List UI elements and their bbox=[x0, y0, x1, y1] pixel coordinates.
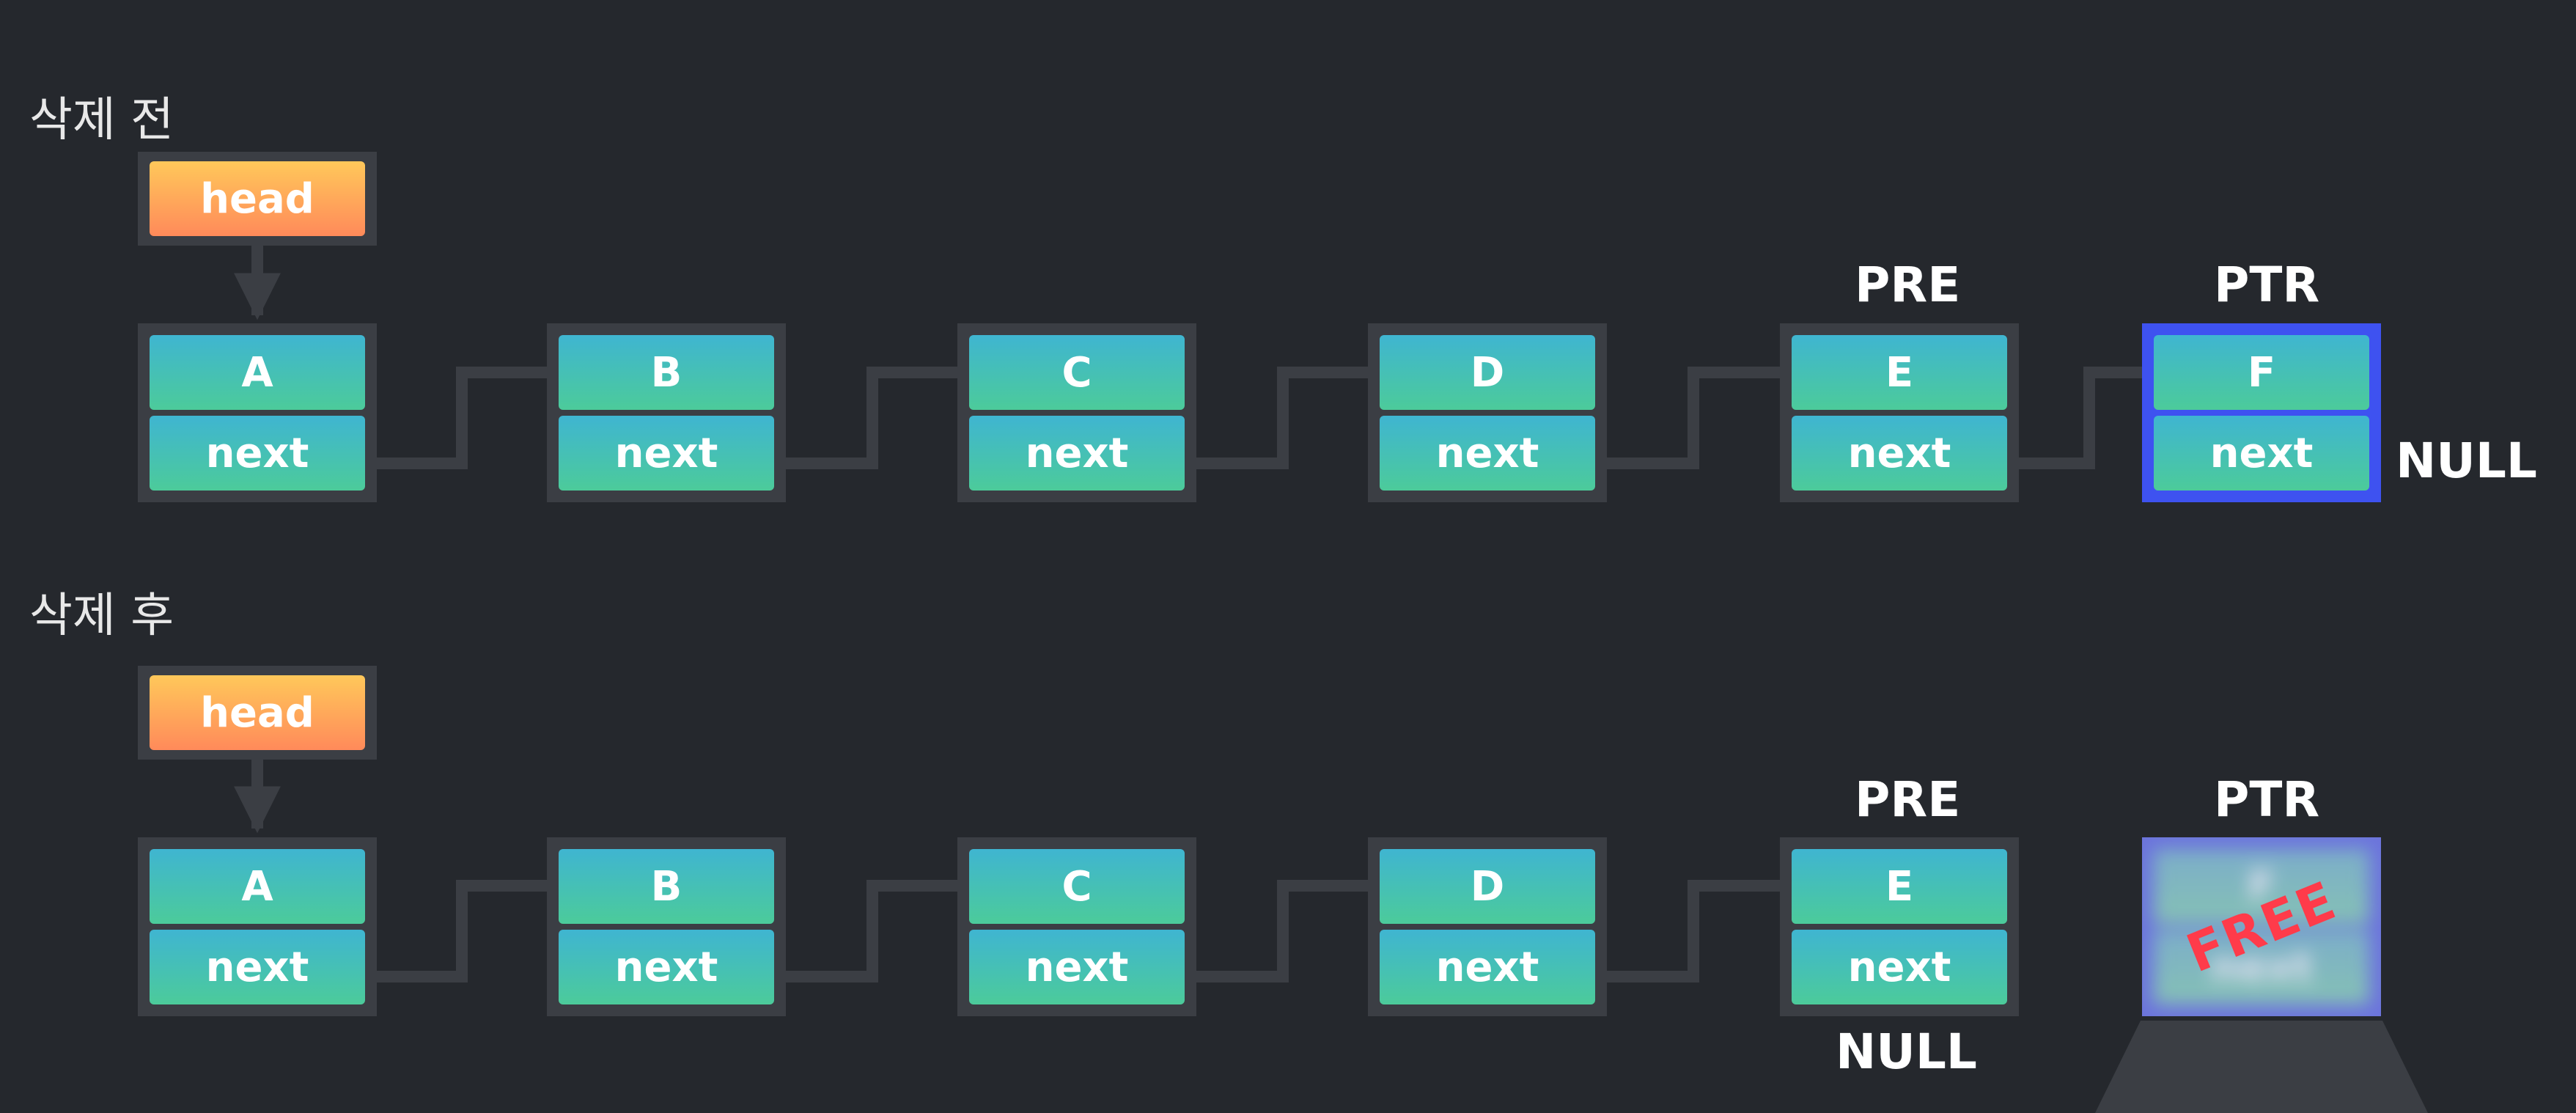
node-value: D bbox=[1380, 335, 1595, 410]
node-a-before: A next bbox=[138, 323, 377, 502]
section-title-after: 삭제 후 bbox=[29, 589, 174, 643]
null-label-after: NULL bbox=[1836, 1024, 1977, 1080]
node-b-after: B next bbox=[547, 837, 786, 1016]
head-label: head bbox=[150, 675, 365, 750]
freed-node-f: F next FREE bbox=[2142, 837, 2381, 1016]
node-value: F bbox=[2154, 849, 2369, 924]
pre-label-after: PRE bbox=[1855, 771, 1961, 828]
node-next: next bbox=[1380, 930, 1595, 1004]
node-next: next bbox=[2154, 416, 2369, 491]
node-next: next bbox=[1380, 416, 1595, 491]
link-after-a-b bbox=[339, 862, 598, 982]
node-value: C bbox=[969, 849, 1185, 924]
head-node-after: head bbox=[138, 666, 377, 760]
node-next: next bbox=[1792, 930, 2007, 1004]
link-before-c-d bbox=[1160, 349, 1419, 469]
node-value: D bbox=[1380, 849, 1595, 924]
node-c-before: C next bbox=[957, 323, 1196, 502]
node-value: C bbox=[969, 335, 1185, 410]
head-label: head bbox=[150, 161, 365, 236]
node-next: next bbox=[150, 416, 365, 491]
node-a-after: A next bbox=[138, 837, 377, 1016]
head-node-before: head bbox=[138, 152, 377, 246]
node-next: next bbox=[969, 930, 1185, 1004]
node-value: A bbox=[150, 849, 365, 924]
link-after-b-c bbox=[749, 862, 1009, 982]
node-d-after: D next bbox=[1368, 837, 1607, 1016]
node-next: next bbox=[559, 416, 774, 491]
link-before-a-b bbox=[339, 349, 598, 469]
node-e-after: E next bbox=[1780, 837, 2019, 1016]
link-before-d-e bbox=[1570, 349, 1830, 469]
node-next: next bbox=[559, 930, 774, 1004]
node-value: B bbox=[559, 335, 774, 410]
freed-node-content: F next bbox=[2142, 837, 2381, 1016]
node-value: E bbox=[1792, 335, 2007, 410]
node-next: next bbox=[969, 416, 1185, 491]
null-label-before: NULL bbox=[2396, 433, 2537, 489]
node-b-before: B next bbox=[547, 323, 786, 502]
ptr-label-after: PTR bbox=[2214, 771, 2320, 828]
node-next: next bbox=[2154, 930, 2369, 1004]
link-after-d-e bbox=[1570, 862, 1830, 982]
node-value: B bbox=[559, 849, 774, 924]
link-before-b-c bbox=[749, 349, 1009, 469]
link-after-c-d bbox=[1160, 862, 1419, 982]
node-next: next bbox=[150, 930, 365, 1004]
node-e-before: E next bbox=[1780, 323, 2019, 502]
section-title-before: 삭제 전 bbox=[29, 93, 174, 147]
trash-bin bbox=[2095, 1021, 2428, 1113]
node-next: next bbox=[1792, 416, 2007, 491]
node-value: F bbox=[2154, 335, 2369, 410]
ptr-label-before: PTR bbox=[2214, 257, 2320, 313]
pre-label-before: PRE bbox=[1855, 257, 1961, 313]
node-value: E bbox=[1792, 849, 2007, 924]
node-value: A bbox=[150, 335, 365, 410]
node-c-after: C next bbox=[957, 837, 1196, 1016]
node-f-before: F next bbox=[2142, 323, 2381, 502]
node-d-before: D next bbox=[1368, 323, 1607, 502]
